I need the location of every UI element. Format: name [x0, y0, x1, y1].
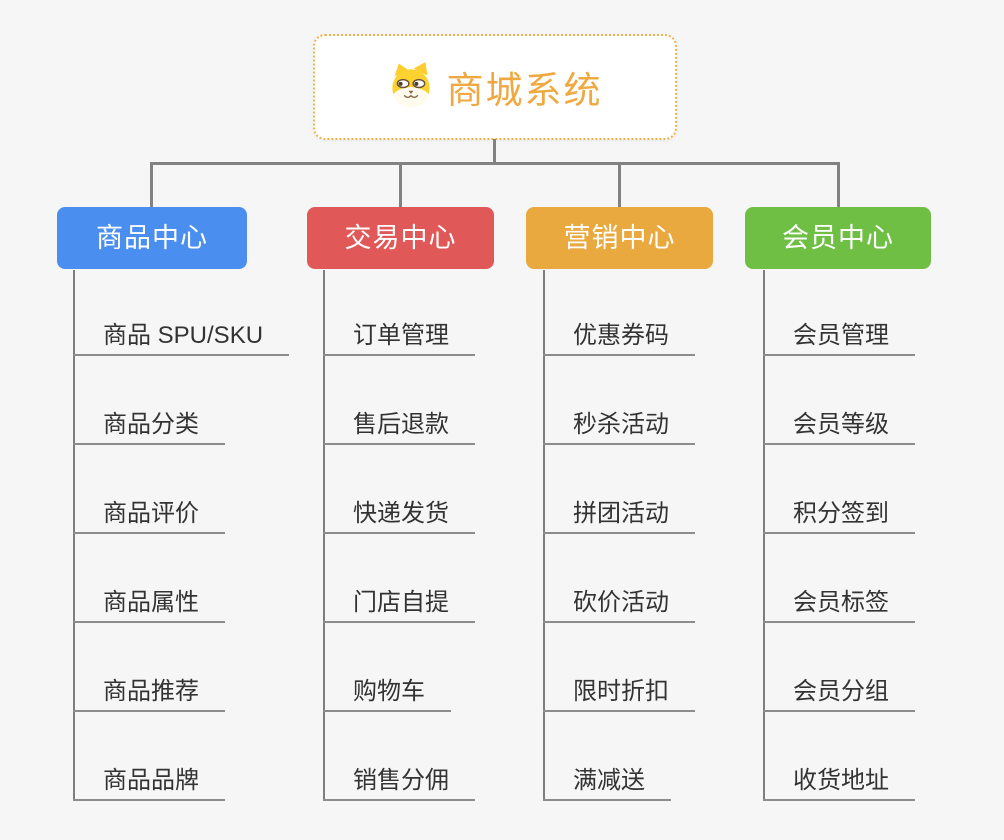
- leaf-node[interactable]: 购物车: [323, 678, 451, 712]
- leaf-node[interactable]: 商品推荐: [73, 678, 225, 712]
- connector-drop-trade: [399, 162, 402, 208]
- connector-drop-marketing: [618, 162, 621, 208]
- leaf-node[interactable]: 商品分类: [73, 411, 225, 445]
- branch-node-product-center[interactable]: 商品中心: [57, 207, 247, 269]
- leaf-node[interactable]: 会员分组: [763, 678, 915, 712]
- leaf-node[interactable]: 订单管理: [323, 322, 475, 356]
- leaf-node[interactable]: 售后退款: [323, 411, 475, 445]
- dog-face-icon: [388, 61, 434, 113]
- root-node[interactable]: 商城系统: [313, 34, 677, 140]
- leaf-node[interactable]: 商品属性: [73, 589, 225, 623]
- leaf-node[interactable]: 商品 SPU/SKU: [73, 322, 290, 356]
- connector-bus: [150, 162, 840, 165]
- branch-node-marketing-center[interactable]: 营销中心: [526, 207, 713, 269]
- leaf-node[interactable]: 收货地址: [763, 767, 915, 801]
- leaf-node[interactable]: 优惠券码: [543, 322, 695, 356]
- branch-node-trade-center[interactable]: 交易中心: [307, 207, 494, 269]
- branch-children-column-trade: 订单管理 售后退款 快递发货 门店自提 购物车 销售分佣: [323, 270, 573, 801]
- branch-children-column-product: 商品 SPU/SKU 商品分类 商品评价 商品属性 商品推荐 商品品牌: [73, 270, 323, 801]
- leaf-node[interactable]: 会员等级: [763, 411, 915, 445]
- connector-drop-member: [837, 162, 840, 208]
- leaf-node[interactable]: 秒杀活动: [543, 411, 695, 445]
- leaf-node[interactable]: 快递发货: [323, 500, 475, 534]
- connector-drop-product: [150, 162, 153, 208]
- leaf-node[interactable]: 会员标签: [763, 589, 915, 623]
- leaf-node[interactable]: 商品评价: [73, 500, 225, 534]
- leaf-node[interactable]: 砍价活动: [543, 589, 695, 623]
- root-node-label: 商城系统: [446, 70, 603, 111]
- connector-root-stub: [493, 139, 496, 164]
- leaf-node[interactable]: 会员管理: [763, 322, 915, 356]
- leaf-node[interactable]: 销售分佣: [323, 767, 475, 801]
- branch-children-column-member: 会员管理 会员等级 积分签到 会员标签 会员分组 收货地址: [763, 270, 1004, 801]
- branch-children-column-marketing: 优惠券码 秒杀活动 拼团活动 砍价活动 限时折扣 满减送: [543, 270, 793, 801]
- leaf-node[interactable]: 门店自提: [323, 589, 475, 623]
- leaf-node[interactable]: 满减送: [543, 767, 671, 801]
- branch-node-member-center[interactable]: 会员中心: [745, 207, 931, 269]
- leaf-node[interactable]: 限时折扣: [543, 678, 695, 712]
- leaf-node[interactable]: 拼团活动: [543, 500, 695, 534]
- leaf-node[interactable]: 商品品牌: [73, 767, 225, 801]
- leaf-node[interactable]: 积分签到: [763, 500, 915, 534]
